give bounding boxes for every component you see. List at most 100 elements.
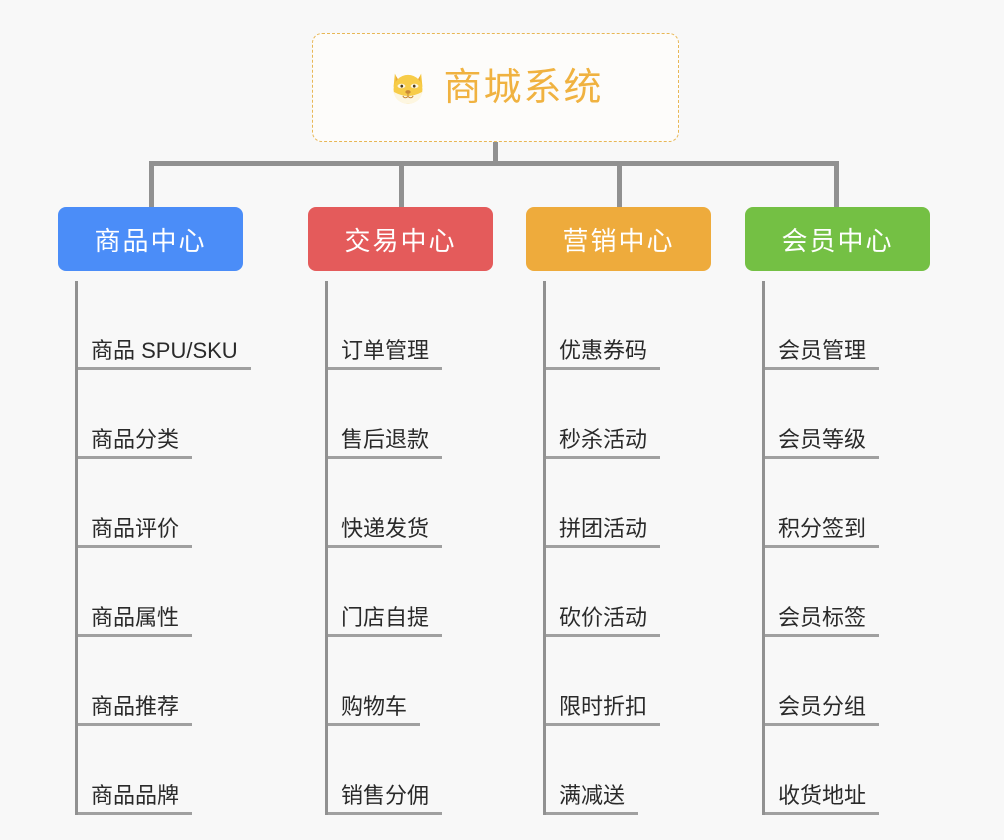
leaf-label: 销售分佣 (341, 782, 430, 808)
leaf-label: 收货地址 (778, 782, 867, 808)
leaf-rule (76, 456, 192, 459)
leaf-rule (544, 812, 638, 815)
leaf-item[interactable]: 会员管理 (763, 281, 930, 370)
leaf-label: 积分签到 (778, 515, 867, 541)
category-column-2: 交易中心 订单管理 售后退款 快递发货 门店自提 购物车 (308, 207, 493, 815)
leaf-rule (544, 456, 660, 459)
leaf-list-1: 商品 SPU/SKU 商品分类 商品评价 商品属性 商品推荐 商品品牌 (58, 281, 251, 815)
category-header-label-4: 会员中心 (781, 225, 894, 256)
leaf-label: 满减送 (559, 782, 626, 808)
leaf-item[interactable]: 门店自提 (326, 548, 493, 637)
leaf-rule (544, 367, 660, 370)
category-header-label-3: 营销中心 (562, 225, 675, 256)
leaf-label: 商品推荐 (91, 693, 180, 719)
connector-drop-3 (617, 161, 622, 207)
leaf-label: 商品属性 (91, 604, 180, 630)
leaf-rule (763, 812, 879, 815)
leaf-item[interactable]: 会员标签 (763, 548, 930, 637)
connector-drop-4 (834, 161, 839, 207)
leaf-item[interactable]: 满减送 (544, 726, 711, 815)
connector-drop-2 (399, 161, 404, 207)
leaf-rule (76, 634, 192, 637)
connector-drop-1 (149, 161, 154, 207)
leaf-item[interactable]: 销售分佣 (326, 726, 493, 815)
leaf-rule (763, 367, 879, 370)
leaf-item[interactable]: 商品评价 (76, 459, 243, 548)
leaf-item[interactable]: 商品推荐 (76, 637, 243, 726)
leaf-item[interactable]: 秒杀活动 (544, 370, 711, 459)
leaf-list-4: 会员管理 会员等级 积分签到 会员标签 会员分组 收货地址 (745, 281, 930, 815)
leaf-rule (763, 723, 879, 726)
leaf-label: 订单管理 (341, 337, 430, 363)
leaf-rule (326, 456, 442, 459)
leaf-item[interactable]: 商品属性 (76, 548, 243, 637)
leaf-rule (76, 812, 192, 815)
leaf-label: 会员等级 (778, 426, 867, 452)
leaf-rule (544, 545, 660, 548)
leaf-label: 商品品牌 (91, 782, 180, 808)
connector-root-stem (493, 142, 498, 165)
leaf-label: 商品 SPU/SKU (91, 337, 238, 363)
leaf-list-2: 订单管理 售后退款 快递发货 门店自提 购物车 销售分佣 (308, 281, 493, 815)
leaf-item[interactable]: 拼团活动 (544, 459, 711, 548)
leaf-item[interactable]: 商品分类 (76, 370, 243, 459)
category-column-3: 营销中心 优惠券码 秒杀活动 拼团活动 砍价活动 限时折扣 (526, 207, 711, 815)
leaf-item[interactable]: 快递发货 (326, 459, 493, 548)
leaf-item[interactable]: 售后退款 (326, 370, 493, 459)
leaf-trunk-4 (762, 281, 765, 815)
leaf-rule (326, 812, 442, 815)
leaf-item[interactable]: 会员分组 (763, 637, 930, 726)
leaf-label: 商品评价 (91, 515, 180, 541)
leaf-rule (544, 634, 660, 637)
leaf-label: 限时折扣 (559, 693, 648, 719)
leaf-rule (326, 634, 442, 637)
leaf-item[interactable]: 限时折扣 (544, 637, 711, 726)
leaf-trunk-3 (543, 281, 546, 815)
leaf-label: 会员标签 (778, 604, 867, 630)
leaf-rule (326, 367, 442, 370)
leaf-rule (763, 634, 879, 637)
category-header-4[interactable]: 会员中心 (745, 207, 930, 271)
root-title: 商城系统 (443, 66, 604, 109)
leaf-label: 会员管理 (778, 337, 867, 363)
leaf-label: 拼团活动 (559, 515, 648, 541)
leaf-rule (326, 723, 420, 726)
leaf-trunk-2 (325, 281, 328, 815)
category-column-1: 商品中心 商品 SPU/SKU 商品分类 商品评价 商品属性 商品推荐 (58, 207, 251, 815)
leaf-item[interactable]: 会员等级 (763, 370, 930, 459)
category-header-2[interactable]: 交易中心 (308, 207, 493, 271)
leaf-label: 会员分组 (778, 693, 867, 719)
leaf-item[interactable]: 收货地址 (763, 726, 930, 815)
leaf-item[interactable]: 购物车 (326, 637, 493, 726)
leaf-label: 优惠券码 (559, 337, 648, 363)
leaf-rule (76, 545, 192, 548)
leaf-rule (76, 367, 251, 370)
leaf-rule (76, 723, 192, 726)
leaf-item[interactable]: 商品 SPU/SKU (76, 281, 251, 370)
leaf-rule (763, 545, 879, 548)
leaf-rule (326, 545, 442, 548)
leaf-label: 商品分类 (91, 426, 180, 452)
leaf-item[interactable]: 砍价活动 (544, 548, 711, 637)
leaf-label: 售后退款 (341, 426, 430, 452)
connector-horizontal-bus (149, 161, 839, 166)
leaf-rule (544, 723, 660, 726)
leaf-list-3: 优惠券码 秒杀活动 拼团活动 砍价活动 限时折扣 满减送 (526, 281, 711, 815)
leaf-item[interactable]: 商品品牌 (76, 726, 243, 815)
category-header-label-2: 交易中心 (344, 225, 457, 256)
category-header-3[interactable]: 营销中心 (526, 207, 711, 271)
leaf-label: 门店自提 (341, 604, 430, 630)
category-header-1[interactable]: 商品中心 (58, 207, 243, 271)
leaf-label: 购物车 (341, 693, 408, 719)
leaf-item[interactable]: 积分签到 (763, 459, 930, 548)
leaf-label: 快递发货 (341, 515, 430, 541)
category-header-label-1: 商品中心 (94, 225, 207, 256)
leaf-label: 砍价活动 (559, 604, 648, 630)
leaf-item[interactable]: 优惠券码 (544, 281, 711, 370)
leaf-item[interactable]: 订单管理 (326, 281, 493, 370)
root-node[interactable]: 商城系统 (312, 33, 679, 142)
leaf-rule (763, 456, 879, 459)
category-column-4: 会员中心 会员管理 会员等级 积分签到 会员标签 会员分组 (745, 207, 930, 815)
shiba-dog-face-icon (387, 67, 429, 109)
